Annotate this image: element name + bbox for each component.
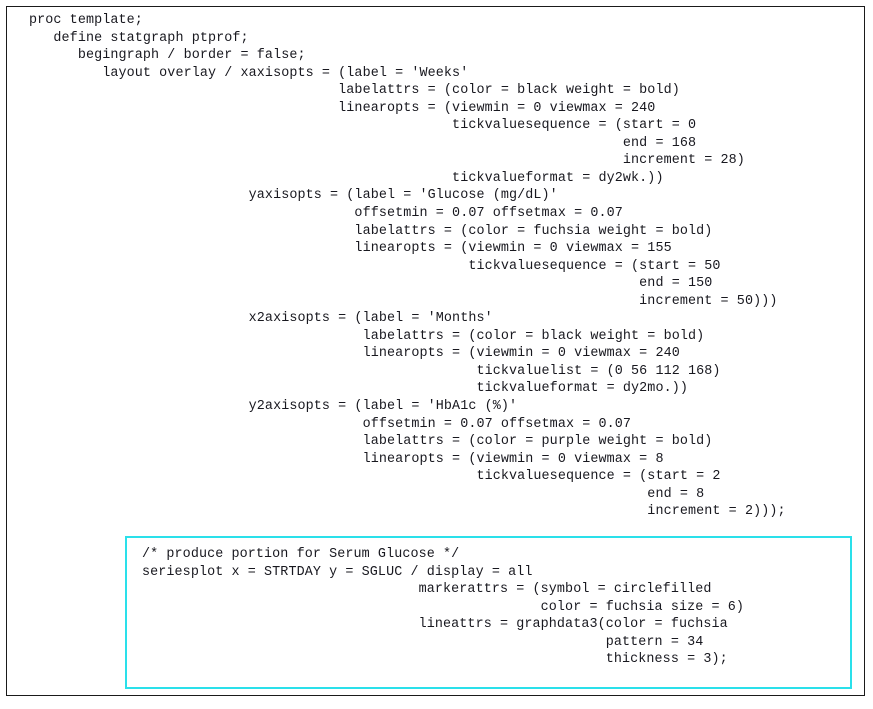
code-listing-frame: proc template; define statgraph ptprof; … (6, 6, 865, 696)
highlighted-code-text: /* produce portion for Serum Glucose */ … (142, 547, 745, 668)
highlighted-code-callout: /* produce portion for Serum Glucose */ … (125, 536, 852, 689)
main-code-text: proc template; define statgraph ptprof; … (29, 13, 786, 520)
